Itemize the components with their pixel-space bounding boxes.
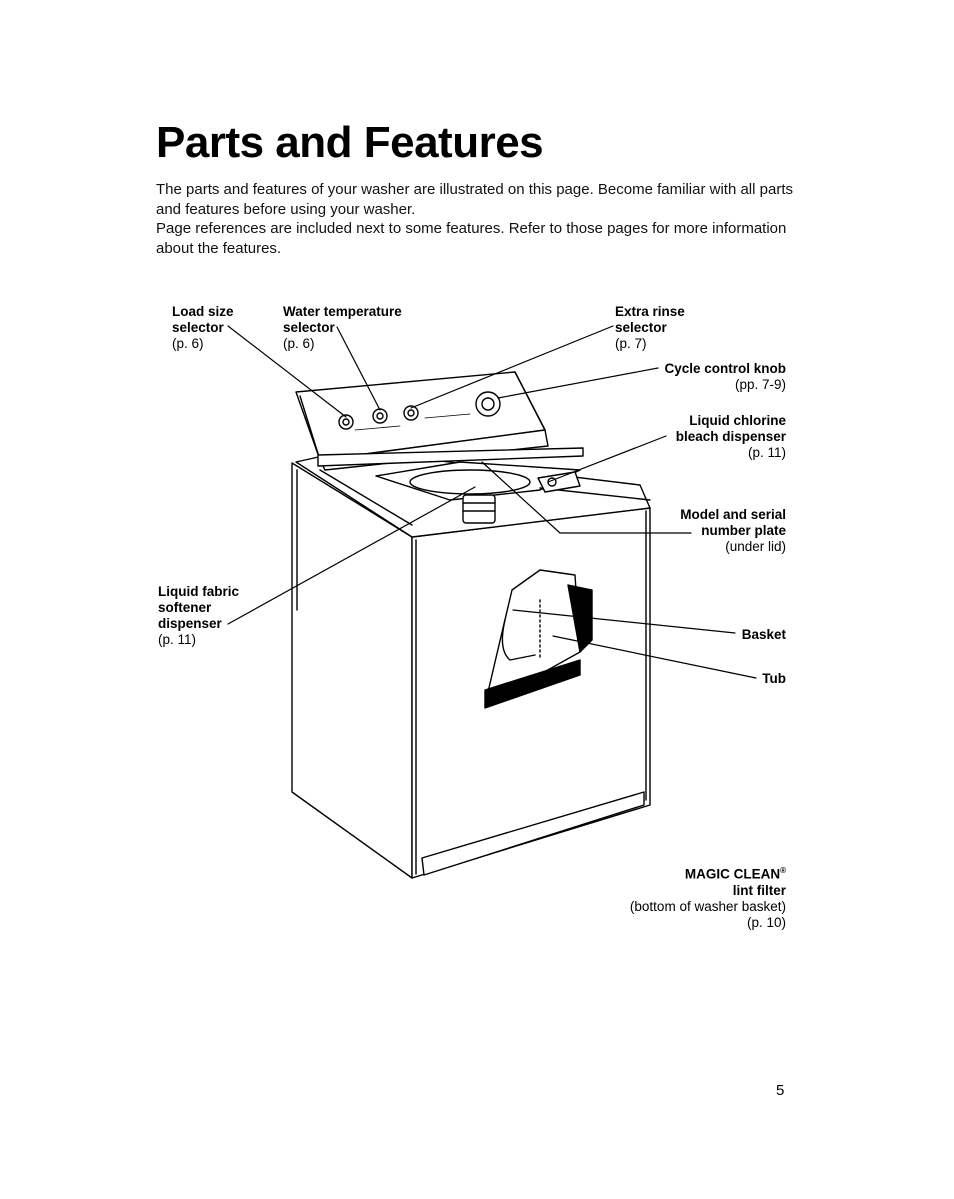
load-size-knob-icon: [338, 414, 354, 430]
label-extra-rinse-selector: Extra rinse selector (p. 7): [615, 304, 685, 352]
intro-paragraph-1: The parts and features of your washer ar…: [156, 181, 793, 218]
label-text: Load size: [172, 304, 234, 319]
bleach-dispenser-icon: [537, 471, 581, 493]
label-basket: Basket: [742, 627, 786, 643]
page-reference: (p. 6): [283, 336, 315, 351]
page-reference: (under lid): [725, 539, 786, 554]
extra-rinse-knob-icon: [403, 405, 419, 421]
label-lint-filter: MAGIC CLEAN® lint filter (bottom of wash…: [630, 863, 786, 931]
trademark-symbol: ®: [780, 866, 786, 875]
page-reference: (p. 6): [172, 336, 204, 351]
label-text: number plate: [701, 523, 786, 538]
label-text: MAGIC CLEAN®: [630, 863, 786, 883]
page-reference: (pp. 7-9): [734, 377, 786, 392]
intro-text: The parts and features of your washer ar…: [156, 180, 796, 258]
intro-paragraph-2: Page references are included next to som…: [156, 220, 787, 257]
label-text: bleach dispenser: [675, 429, 786, 444]
label-load-size-selector: Load size selector (p. 6): [172, 304, 234, 352]
label-model-serial-plate: Model and serial number plate (under lid…: [680, 507, 786, 555]
leader-lines: [227, 325, 757, 679]
lint-filter-brand: MAGIC CLEAN: [684, 866, 781, 882]
page-reference: (p. 7): [615, 336, 647, 351]
page-reference: (p. 11): [158, 632, 197, 647]
page-reference: (p. 11): [747, 445, 786, 460]
label-tub: Tub: [762, 671, 786, 687]
label-water-temperature-selector: Water temperature selector (p. 6): [283, 304, 402, 352]
label-text: Basket: [741, 627, 786, 642]
cutaway-view: [484, 569, 593, 709]
label-note: (bottom of washer basket): [629, 898, 786, 914]
label-text: dispenser: [158, 616, 222, 631]
label-text: Cycle control knob: [664, 361, 786, 376]
page-reference: (p. 10): [746, 914, 786, 930]
label-text: Tub: [762, 671, 786, 686]
fabric-softener-dispenser-icon: [462, 494, 496, 524]
label-text: softener: [158, 600, 212, 615]
label-bleach-dispenser: Liquid chlorine bleach dispenser (p. 11): [676, 413, 786, 461]
label-fabric-softener-dispenser: Liquid fabric softener dispenser (p. 11): [158, 584, 239, 648]
label-text: Extra rinse: [615, 304, 685, 319]
label-text: Liquid chlorine: [689, 413, 786, 428]
page-number: 5: [776, 1082, 785, 1099]
label-text: lint filter: [732, 882, 786, 898]
label-cycle-control-knob: Cycle control knob (pp. 7-9): [664, 361, 786, 393]
label-text: selector: [283, 320, 335, 335]
label-text: selector: [172, 320, 224, 335]
label-text: Model and serial: [680, 507, 786, 522]
page-title: Parts and Features: [156, 118, 544, 167]
cycle-control-knob-icon: [475, 391, 501, 417]
label-text: Liquid fabric: [158, 584, 239, 599]
label-text: selector: [615, 320, 667, 335]
label-text: Water temperature: [283, 304, 402, 319]
water-temp-knob-icon: [372, 408, 388, 424]
